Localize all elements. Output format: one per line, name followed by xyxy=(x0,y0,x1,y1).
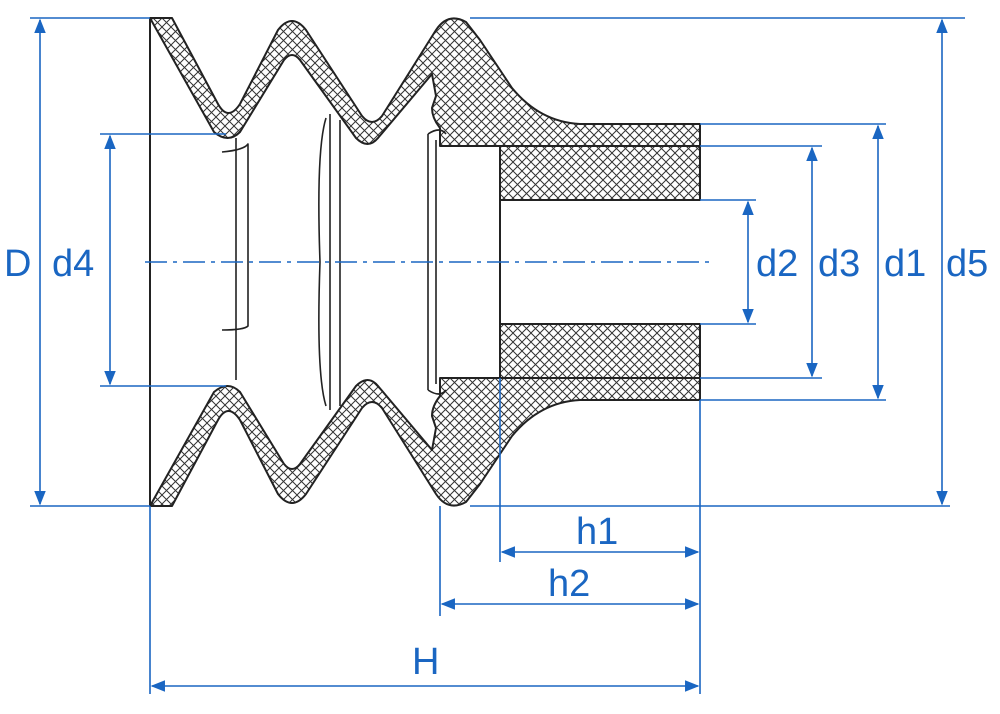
label-D: D xyxy=(4,243,31,285)
label-d3: d3 xyxy=(818,243,860,285)
upper-bellows-wall xyxy=(149,17,701,147)
label-h2: h2 xyxy=(548,563,590,605)
dimension-lines xyxy=(30,17,965,694)
lower-insert-block xyxy=(499,323,701,379)
label-H: H xyxy=(412,641,439,683)
upper-insert-block xyxy=(499,145,701,201)
inner-ring-contours xyxy=(221,114,447,410)
label-d4: d4 xyxy=(52,243,94,285)
label-d1: d1 xyxy=(884,243,926,285)
label-d5: d5 xyxy=(946,243,988,285)
label-h1: h1 xyxy=(576,511,618,553)
lower-bellows-wall xyxy=(149,377,701,507)
label-d2: d2 xyxy=(756,243,798,285)
